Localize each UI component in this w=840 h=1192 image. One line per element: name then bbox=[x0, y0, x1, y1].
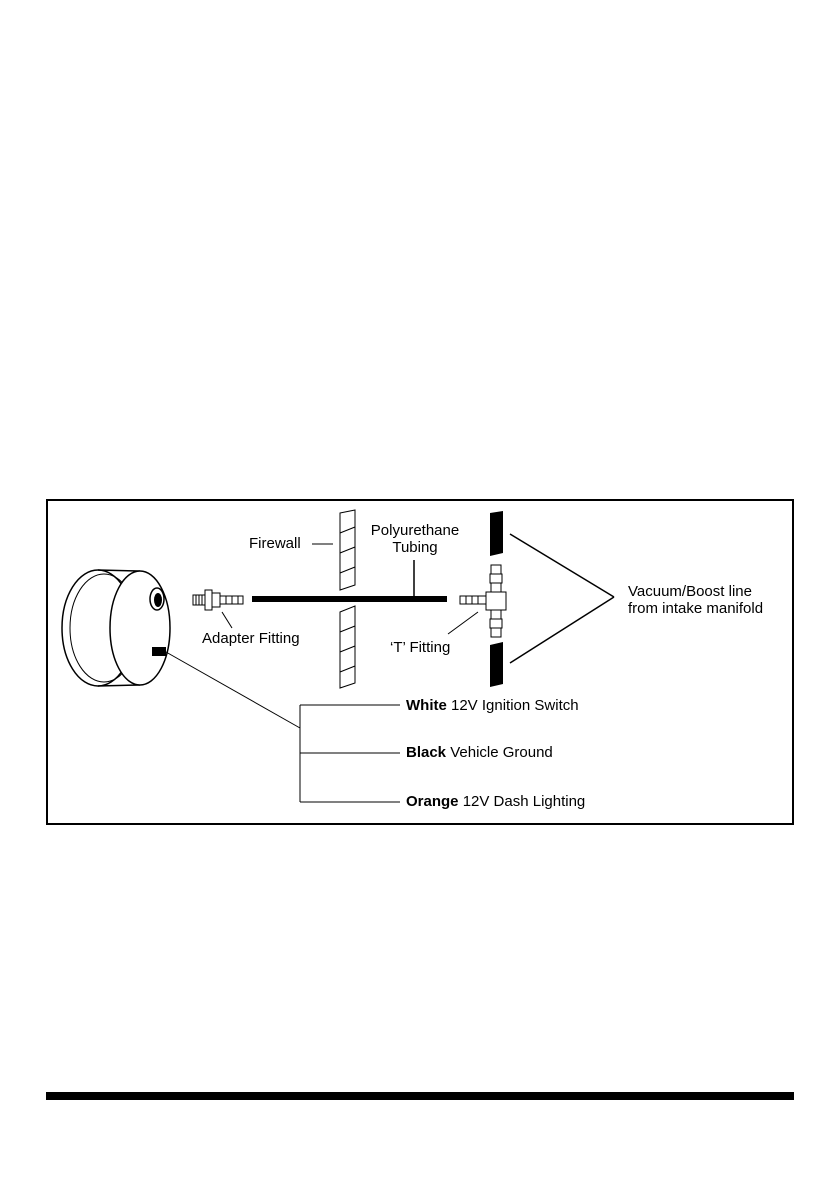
wire-desc-white: 12V Ignition Switch bbox=[451, 697, 579, 714]
gauge-icon bbox=[62, 570, 170, 686]
adapter-leader bbox=[222, 612, 232, 628]
bottom-rule bbox=[46, 1092, 794, 1100]
t-fitting-leader bbox=[448, 612, 478, 634]
vacuum-label: Vacuum/Boost line from intake manifold bbox=[628, 583, 763, 617]
wire-label-black: Black Vehicle Ground bbox=[406, 744, 553, 761]
firewall-label: Firewall bbox=[249, 535, 301, 552]
adapter-fitting-icon bbox=[193, 590, 243, 610]
tubing-label: Polyurethane Tubing bbox=[360, 522, 470, 556]
vacuum-leader bbox=[510, 534, 614, 663]
wiring-harness bbox=[166, 652, 400, 802]
adapter-fitting-label: Adapter Fitting bbox=[202, 630, 300, 647]
wire-color-white: White bbox=[406, 697, 447, 714]
t-fitting-label: ‘T’ Fitting bbox=[390, 639, 450, 656]
wire-color-black: Black bbox=[406, 744, 446, 761]
tubing-label-line1: Polyurethane bbox=[360, 522, 470, 539]
wire-desc-black: Vehicle Ground bbox=[450, 744, 553, 761]
wire-label-white: White 12V Ignition Switch bbox=[406, 697, 579, 714]
vacuum-label-line1: Vacuum/Boost line bbox=[628, 583, 763, 600]
wire-label-orange: Orange 12V Dash Lighting bbox=[406, 793, 585, 810]
wire-desc-orange: 12V Dash Lighting bbox=[463, 793, 586, 810]
tubing-line bbox=[252, 596, 447, 602]
wire-color-orange: Orange bbox=[406, 793, 459, 810]
tubing-label-line2: Tubing bbox=[360, 539, 470, 556]
t-fitting-icon bbox=[460, 565, 506, 637]
vacuum-label-line2: from intake manifold bbox=[628, 600, 763, 617]
